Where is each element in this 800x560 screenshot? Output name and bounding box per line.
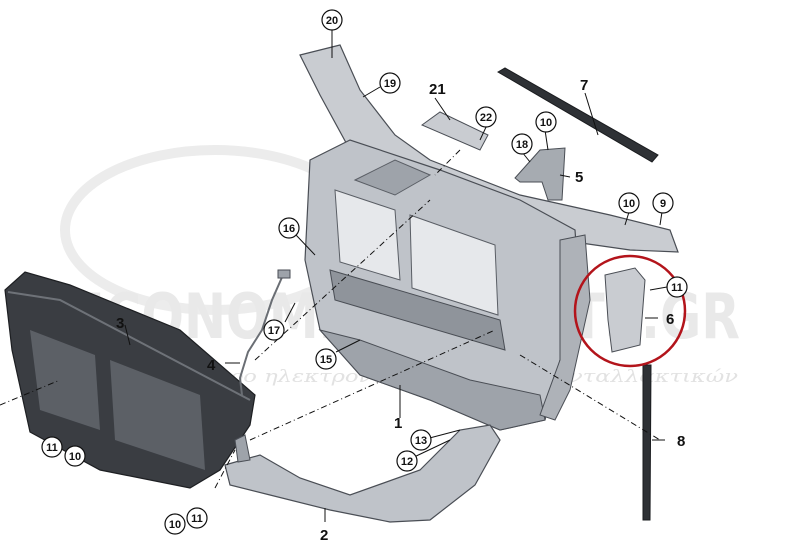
label-3: 3 [116, 315, 124, 332]
label-5: 5 [575, 169, 583, 186]
callout-15: 15 [315, 348, 337, 370]
callout-10-top-text: 10 [540, 117, 552, 129]
part-cover-plate [420, 111, 489, 151]
part-cable [238, 274, 284, 396]
label-7: 7 [580, 77, 588, 94]
callout-17: 17 [263, 319, 285, 341]
callout-22: 22 [475, 106, 497, 128]
callout-10-left-text: 10 [69, 451, 81, 463]
part-bracket-5 [514, 147, 566, 201]
part-cable-clip [277, 269, 291, 279]
callout-22-text: 22 [480, 112, 492, 124]
callout-12: 12 [396, 450, 418, 472]
part-air-duct [4, 271, 256, 489]
callout-9-text: 9 [660, 198, 666, 210]
callout-19: 19 [379, 72, 401, 94]
label-2: 2 [320, 527, 328, 544]
label-1: 1 [394, 415, 402, 432]
callout-12-text: 12 [401, 456, 413, 468]
part-lower-bracket [224, 424, 501, 523]
leader-lines [0, 149, 661, 489]
callout-11-left-text: 11 [46, 442, 58, 454]
callout-10-right-text: 10 [623, 198, 635, 210]
highlight-ring [573, 254, 687, 368]
callout-18-text: 18 [516, 139, 528, 151]
callout-10-bottom-text: 10 [169, 519, 181, 531]
callout-16: 16 [278, 217, 300, 239]
callout-13-text: 13 [415, 435, 427, 447]
callout-18: 18 [511, 133, 533, 155]
callout-20: 20 [321, 9, 343, 31]
callout-11-left: 11 [41, 436, 63, 458]
callout-19-text: 19 [384, 78, 396, 90]
callout-11-bottom: 11 [186, 507, 208, 529]
label-6: 6 [666, 311, 674, 328]
label-4: 4 [207, 357, 216, 374]
callout-11-bottom-text: 11 [191, 513, 203, 525]
label-21: 21 [429, 81, 446, 98]
callout-10-right: 10 [618, 192, 640, 214]
part-vertical-seal [642, 364, 652, 521]
label-8: 8 [677, 433, 685, 450]
callout-10-top: 10 [535, 111, 557, 133]
callout-11-right: 11 [666, 276, 688, 298]
callout-16-text: 16 [283, 223, 295, 235]
callout-13: 13 [410, 429, 432, 451]
callout-11-right-text: 11 [671, 282, 683, 294]
part-front-carrier [299, 44, 679, 431]
callout-20-text: 20 [326, 15, 338, 27]
part-side-bracket-6 [604, 267, 646, 353]
part-seal-strip [497, 67, 659, 163]
callout-17-text: 17 [268, 325, 280, 337]
callout-10-left: 10 [64, 445, 86, 467]
callout-9: 9 [652, 192, 674, 214]
callout-15-text: 15 [320, 354, 332, 366]
callout-10-bottom: 10 [164, 513, 186, 535]
